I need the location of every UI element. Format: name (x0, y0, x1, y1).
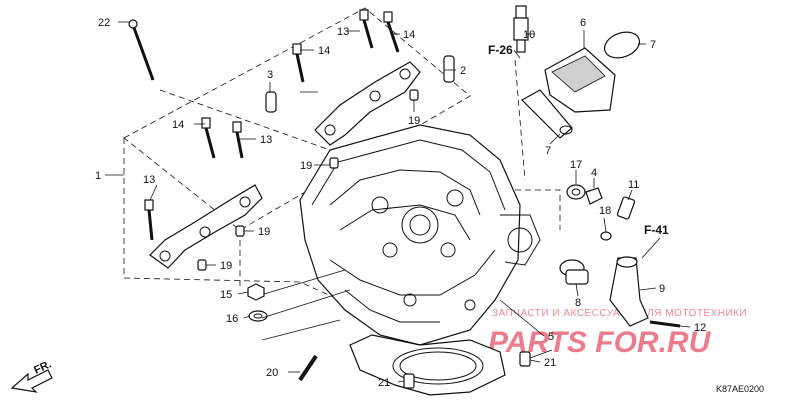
callout-10: 10 (523, 29, 535, 41)
callout-13a: 13 (337, 26, 349, 38)
callout-5: 5 (548, 331, 554, 343)
bolt-14b (292, 43, 305, 83)
watermark-tagline: ЗАПЧАСТИ И АКСЕССУАРЫ ДЛЯ МОТОТЕХНИКИ (492, 308, 747, 319)
callout-19b: 19 (300, 160, 312, 172)
watermark: ЗАПЧАСТИ И АКСЕССУАРЫ ДЛЯ МОТОТЕХНИКИ PA… (488, 308, 747, 359)
callout-6: 6 (580, 17, 586, 29)
bolt-14c (201, 117, 216, 159)
bolt-14a (383, 11, 400, 53)
callout-7a: 7 (650, 39, 656, 51)
leader-lines (105, 21, 691, 383)
reference-f26: F-26 (488, 43, 513, 57)
bolt-22 (128, 19, 155, 81)
callout-13b: 13 (260, 134, 272, 146)
seal-17 (566, 184, 586, 200)
dowel-3 (265, 91, 277, 113)
stud-20 (298, 354, 318, 382)
bolt-13a (359, 9, 374, 49)
callout-7b: 7 (545, 145, 551, 157)
bolt-13c (144, 199, 154, 241)
washer-16 (248, 310, 268, 322)
callout-8: 8 (575, 297, 581, 309)
cylinder-head (299, 124, 541, 346)
assembly-outline (123, 7, 561, 301)
camshaft-holder-rear (314, 61, 421, 146)
callout-4: 4 (591, 167, 597, 179)
plug-4 (585, 187, 603, 205)
reference-f41: F-41 (644, 223, 669, 237)
head-gasket (349, 334, 506, 396)
dowel-21s (403, 351, 531, 389)
callout-17: 17 (570, 159, 582, 171)
callout-2: 2 (460, 65, 466, 77)
washer-18 (600, 231, 612, 241)
callout-14b: 14 (318, 45, 330, 57)
bolt-12 (649, 320, 681, 328)
intake-tube-6 (521, 31, 641, 139)
callout-19c: 19 (258, 226, 270, 238)
sensor-11 (616, 196, 636, 220)
callout-12: 12 (694, 322, 706, 334)
callout-1: 1 (95, 170, 101, 182)
callout-13c: 13 (143, 174, 155, 186)
callout-21b: 21 (378, 377, 390, 389)
callout-14c: 14 (172, 119, 184, 131)
dowel-2 (443, 55, 455, 83)
callouts: 22 1 13 14 14 3 2 14 13 19 19 13 19 19 1… (95, 17, 706, 389)
nut-15 (247, 283, 265, 301)
bolt-13b (232, 121, 244, 159)
callout-14a: 14 (403, 29, 415, 41)
callout-21a: 21 (544, 357, 556, 369)
joint-9 (609, 256, 649, 327)
callout-19a: 19 (408, 115, 420, 127)
joint-8 (559, 259, 589, 285)
camshaft-holder-front (149, 184, 263, 269)
front-arrow-icon (10, 369, 53, 393)
callout-20: 20 (266, 367, 278, 379)
callout-22: 22 (98, 17, 110, 29)
callout-19d: 19 (220, 260, 232, 272)
spark-plug-10 (513, 5, 529, 53)
callout-3: 3 (267, 69, 273, 81)
diagram-code: K87AE0200 (716, 384, 764, 394)
callout-16: 16 (226, 313, 238, 325)
callout-9: 9 (659, 283, 665, 295)
callout-18: 18 (599, 205, 611, 217)
callout-15: 15 (220, 289, 232, 301)
callout-11: 11 (628, 179, 639, 191)
